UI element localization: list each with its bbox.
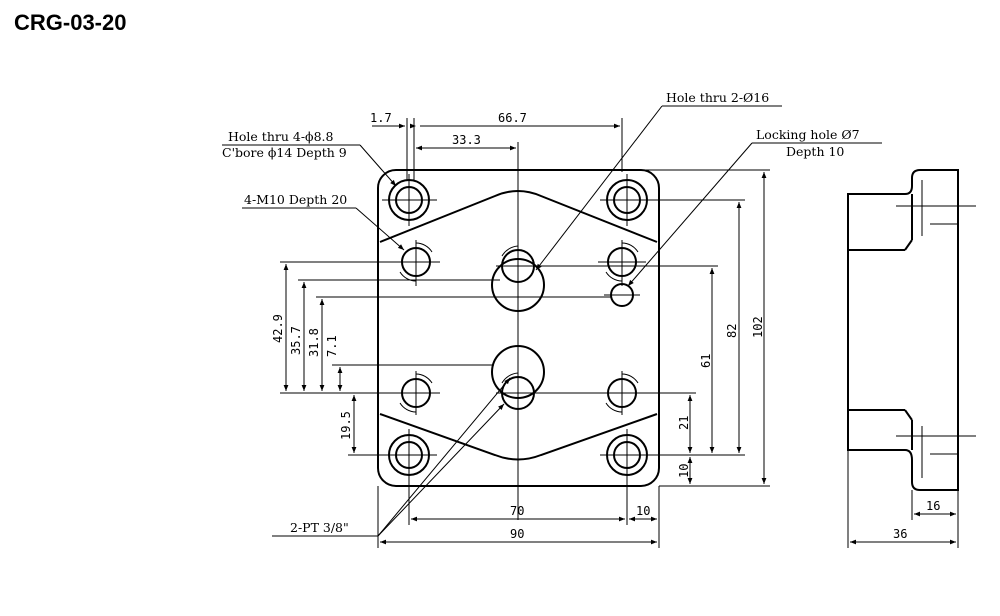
dim-7-1: 7.1 bbox=[325, 335, 339, 357]
dim-61: 61 bbox=[699, 354, 713, 368]
dim-102: 102 bbox=[751, 316, 765, 338]
note-locking-depth: Depth 10 bbox=[786, 144, 844, 159]
thru-hole-16-lower bbox=[491, 345, 545, 399]
note-hole-thru-4: Hole thru 4-ϕ8.8 bbox=[228, 129, 333, 144]
dim-31-8: 31.8 bbox=[307, 328, 321, 357]
note-m10: 4-M10 Depth 20 bbox=[244, 192, 347, 207]
dim-36: 36 bbox=[893, 527, 907, 541]
dim-16: 16 bbox=[926, 499, 940, 513]
dim-35-7: 35.7 bbox=[289, 326, 303, 355]
dim-70: 70 bbox=[510, 504, 524, 518]
dim-82: 82 bbox=[725, 324, 739, 338]
dim-10-bottom: 10 bbox=[636, 504, 650, 518]
note-locking-hole: Locking hole Ø7 bbox=[756, 127, 860, 142]
note-hole-thru-2: Hole thru 2-Ø16 bbox=[666, 90, 769, 105]
note-cbore: C'bore ϕ14 Depth 9 bbox=[222, 145, 347, 160]
drawing-title: CRG-03-20 bbox=[14, 10, 127, 35]
dim-33-3: 33.3 bbox=[452, 133, 481, 147]
dim-10-right: 10 bbox=[677, 464, 691, 478]
side-view bbox=[847, 169, 976, 548]
note-pt: 2-PT 3/8" bbox=[290, 520, 349, 535]
dim-1-7: 1.7 bbox=[370, 111, 392, 125]
thru-hole-16-upper bbox=[491, 258, 545, 312]
dim-19-5: 19.5 bbox=[339, 411, 353, 440]
dim-42-9: 42.9 bbox=[271, 314, 285, 343]
dim-90: 90 bbox=[510, 527, 524, 541]
dim-66-7: 66.7 bbox=[498, 111, 527, 125]
dim-21: 21 bbox=[677, 416, 691, 430]
